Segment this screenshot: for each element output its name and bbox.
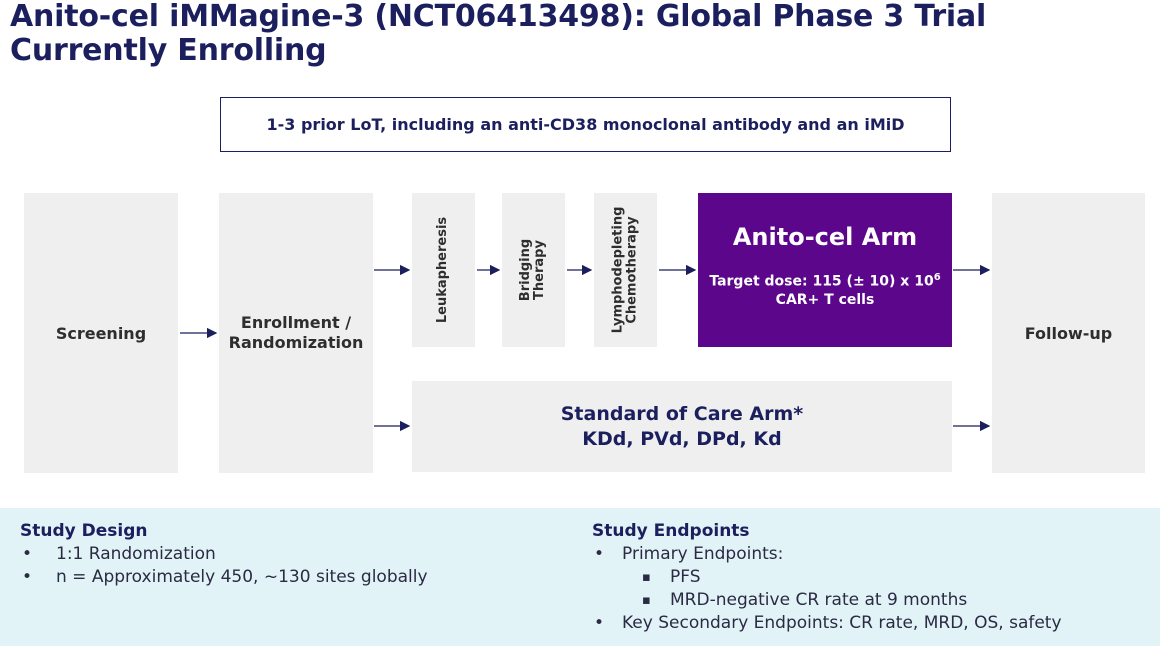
anito-cel-arm-title: Anito-cel Arm: [732, 223, 918, 251]
dose-cells: CAR+ T cells: [775, 291, 875, 308]
eligibility-box: 1-3 prior LoT, including an anti-CD38 mo…: [220, 97, 951, 152]
standard-of-care-box: Standard of Care Arm* KDd, PVd, DPd, Kd: [412, 381, 952, 472]
randomization-label: Randomization: [228, 333, 364, 352]
bridging-box: Bridging Therapy: [502, 193, 565, 347]
soc-regimens: KDd, PVd, DPd, Kd: [582, 427, 782, 450]
enrollment-label: Enrollment /: [240, 313, 352, 332]
anito-cel-arm-box: Anito-cel Arm Target dose: 115 (± 10) x …: [698, 193, 952, 347]
enrollment-box: Enrollment / Randomization: [219, 193, 373, 473]
study-design-list: 1:1 Randomization n = Approximately 450,…: [20, 543, 560, 589]
study-endpoints-heading: Study Endpoints: [592, 521, 750, 541]
lymphodepleting-box: Lymphodepleting Chemotherapy: [594, 193, 657, 347]
study-endpoints-list: Primary Endpoints: PFS MRD-negative CR r…: [592, 543, 1152, 635]
leukapheresis-box: Leukapheresis: [412, 193, 475, 347]
study-design-heading: Study Design: [20, 521, 148, 541]
target-dose: Target dose: 115 (± 10) x 106 CAR+ T cel…: [698, 269, 952, 309]
secondary-endpoints: Key Secondary Endpoints: CR rate, MRD, O…: [592, 612, 1152, 635]
list-item: 1:1 Randomization: [20, 543, 560, 566]
list-item: PFS: [592, 566, 1152, 589]
page-title: Anito-cel iMMagine-3 (NCT06413498): Glob…: [10, 0, 987, 68]
primary-endpoints: Primary Endpoints:: [592, 543, 1152, 566]
study-info-panel: Study Design 1:1 Randomization n = Appro…: [0, 508, 1160, 646]
study-endpoints-section: Study Endpoints Primary Endpoints: PFS M…: [592, 520, 1152, 635]
dose-text: Target dose: 115 (± 10) x 10: [709, 273, 934, 290]
list-item: MRD-negative CR rate at 9 months: [592, 589, 1152, 612]
study-design-section: Study Design 1:1 Randomization n = Appro…: [20, 520, 560, 589]
screening-box: Screening: [24, 193, 178, 473]
soc-title: Standard of Care Arm*: [560, 402, 804, 425]
screening-label: Screening: [55, 323, 147, 343]
list-item: n = Approximately 450, ~130 sites global…: [20, 566, 560, 589]
dose-superscript: 6: [933, 272, 941, 283]
followup-box: Follow-up: [992, 193, 1145, 473]
followup-label: Follow-up: [1024, 323, 1113, 343]
